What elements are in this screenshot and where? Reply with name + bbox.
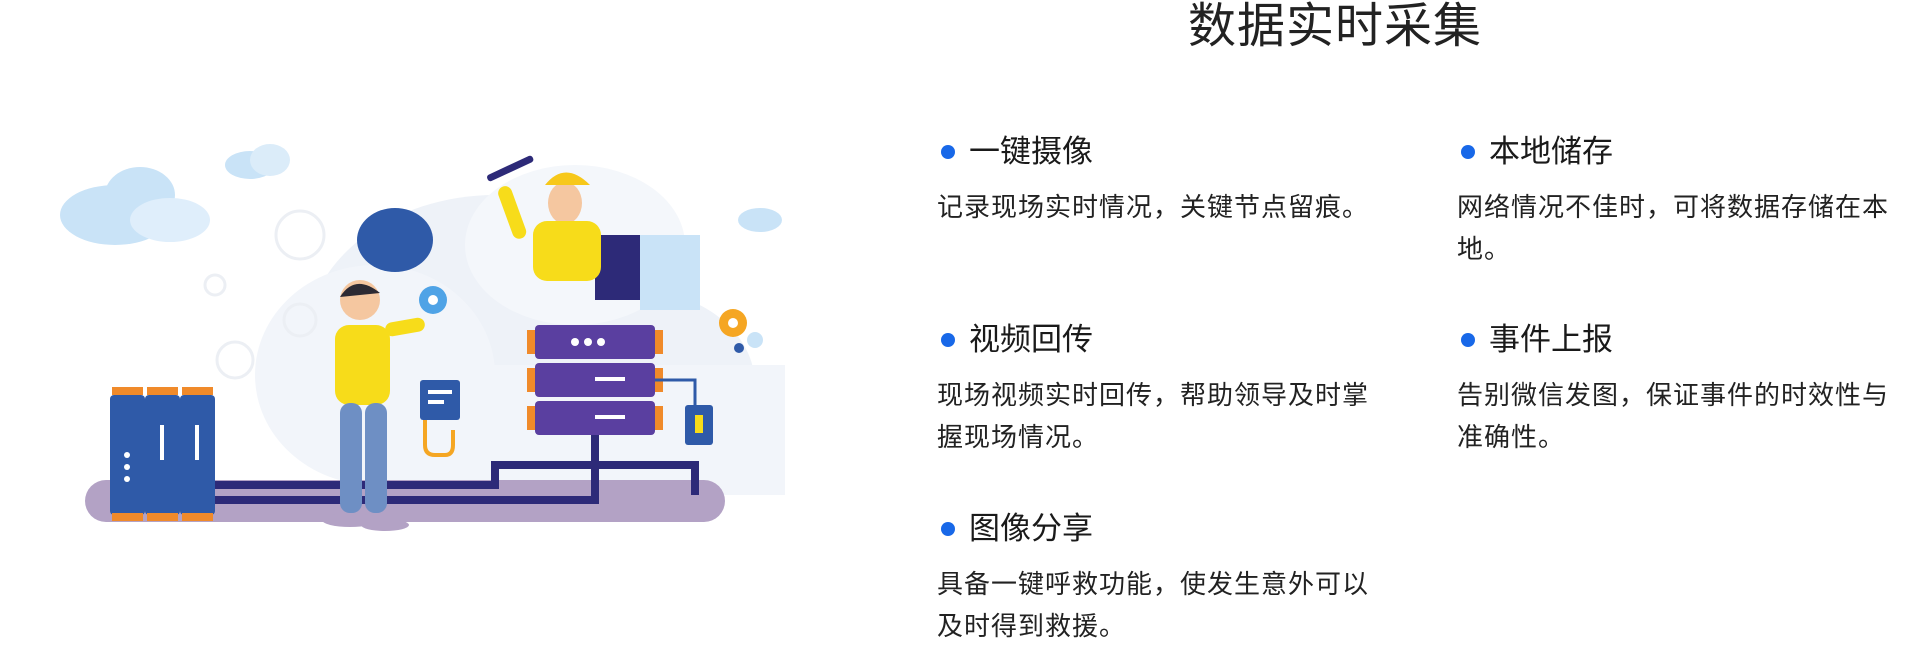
bullet-icon [941,333,955,347]
feature-title: 事件上报 [1489,322,1613,358]
bullet-icon [941,145,955,159]
cable-lines [205,425,699,504]
feature-item: 本地储存 网络情况不佳时，可将数据存储在本地。 [1457,132,1897,271]
worker-holding-gear [322,280,425,531]
feature-item: 事件上报 告别微信发图，保证事件的时效性与准确性。 [1457,320,1897,459]
feature-title: 本地储存 [1489,134,1613,170]
feature-heading: 一键摄像 [937,132,1377,172]
document-icon [420,380,460,457]
page-title: 数据实时采集 [1187,0,1482,54]
bullet-icon [1461,333,1475,347]
feature-item: 视频回传 现场视频实时回传，帮助领导及时掌握现场情况。 [937,320,1377,459]
cloud-icon [60,144,782,272]
feature-description: 记录现场实时情况，关键节点留痕。 [937,193,1370,223]
server-icon [527,325,663,435]
blue-device-icon [110,387,215,521]
data-collection-illustration [60,144,785,531]
feature-description: 告别微信发图，保证事件的时效性与准确性。 [1457,381,1890,453]
feature-heading: 图像分享 [937,509,1377,549]
feature-title: 视频回传 [969,322,1093,358]
feature-heading: 视频回传 [937,320,1377,360]
window-icon [595,235,700,310]
feature-heading: 事件上报 [1457,320,1897,360]
feature-item: 图像分享 具备一键呼救功能，使发生意外可以及时得到救援。 [937,509,1377,648]
feature-description: 现场视频实时回传，帮助领导及时掌握现场情况。 [937,381,1370,453]
feature-heading: 本地储存 [1457,132,1897,172]
worker-with-wrench [487,155,601,281]
feature-item: 一键摄像 记录现场实时情况，关键节点留痕。 [937,132,1377,229]
decorative-circles [203,209,326,380]
bullet-icon [941,522,955,536]
feature-title: 一键摄像 [969,134,1093,170]
feature-title: 图像分享 [969,511,1093,547]
gear-icon [419,286,763,353]
bullet-icon [1461,145,1475,159]
feature-description: 具备一键呼救功能，使发生意外可以及时得到救援。 [937,570,1370,642]
circuit-board-icon [655,378,713,445]
feature-description: 网络情况不佳时，可将数据存储在本地。 [1457,193,1890,265]
